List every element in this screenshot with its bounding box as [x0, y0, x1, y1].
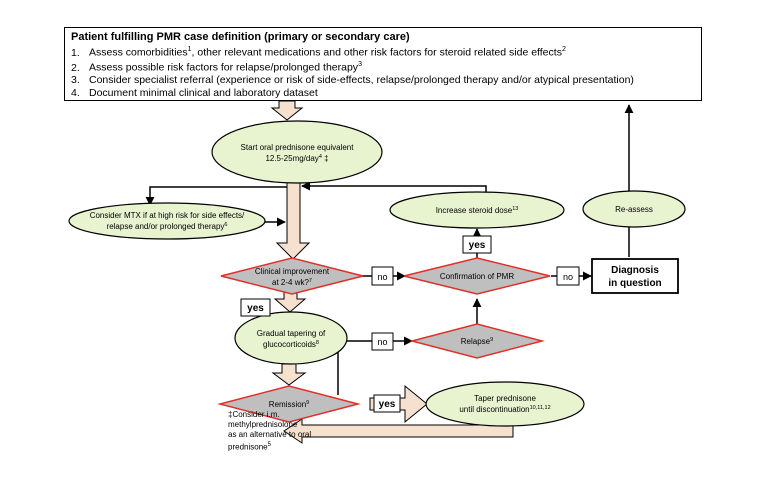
svg-text:Confirmation of PMR: Confirmation of PMR	[440, 272, 514, 281]
diamond-relapse: Relapse9	[409, 323, 545, 359]
connector-start-to-mtx	[145, 186, 287, 206]
svg-text:relapse and/or prolonged thera: relapse and/or prolonged therapy6	[107, 222, 228, 231]
svg-text:Consider MTX if at high risk f: Consider MTX if at high risk for side ef…	[90, 211, 245, 220]
connector-remission-to-relapse	[337, 340, 372, 395]
diamond-confirmation-pmr: Confirmation of PMR	[403, 257, 551, 295]
label-no-confirmation: no	[556, 266, 580, 286]
svg-text:Clinical improvement: Clinical improvement	[255, 267, 330, 276]
label-yes-improvement: yes	[240, 298, 271, 317]
svg-text:in question: in question	[608, 278, 661, 289]
node-reassess: Re-assess	[582, 190, 686, 228]
node-consider-mtx: Consider MTX if at high risk for side ef…	[68, 202, 266, 240]
diamond-clinical-improvement: Clinical improvement at 2-4 wk?7	[220, 257, 364, 295]
svg-text:no: no	[563, 272, 573, 282]
box-diagnosis-in-question: Diagnosis in question	[591, 258, 679, 294]
svg-text:no: no	[377, 337, 387, 347]
node-start-prednisone: Start oral prednisone equivalent 12.5-25…	[211, 120, 383, 184]
svg-text:Remission9: Remission9	[269, 400, 309, 409]
svg-text:Relapse9: Relapse9	[461, 337, 493, 346]
svg-text:yes: yes	[379, 399, 396, 410]
svg-text:glucocorticoids8: glucocorticoids8	[263, 340, 319, 349]
svg-text:Taper prednisone: Taper prednisone	[474, 394, 536, 403]
case-definition-item-4: 4.Document minimal clinical and laborato…	[71, 86, 318, 99]
footnote-methylprednisolone: ‡Consider i.m. methylprednisolone as an …	[228, 410, 312, 452]
case-definition-item-3: 3.Consider specialist referral (experien…	[71, 74, 634, 86]
label-yes-increase: yes	[462, 235, 492, 254]
svg-text:Gradual tapering of: Gradual tapering of	[257, 329, 326, 338]
node-taper-prednisone: Taper prednisone until discontinuation10…	[425, 381, 585, 427]
node-gradual-tapering: Gradual tapering of glucocorticoids8	[234, 311, 348, 365]
block-arrow-header-to-start	[270, 100, 304, 121]
svg-text:no: no	[377, 272, 387, 282]
label-no-improvement: no	[371, 266, 394, 286]
svg-text:Increase steroid dose13: Increase steroid dose13	[436, 206, 519, 215]
block-arrow-start-to-improvement	[275, 180, 311, 260]
case-definition-box: Patient fulfilling PMR case definition (…	[64, 27, 702, 101]
svg-text:until discontinuation10,11,12: until discontinuation10,11,12	[459, 405, 550, 414]
svg-text:yes: yes	[469, 240, 486, 251]
label-yes-remission: yes	[373, 394, 401, 413]
svg-text:Diagnosis: Diagnosis	[611, 265, 659, 276]
case-definition-title: Patient fulfilling PMR case definition (…	[71, 31, 410, 43]
case-definition-item-1: 1.Assess comorbidities1, other relevant …	[71, 46, 566, 59]
svg-text:yes: yes	[247, 303, 264, 314]
node-increase-steroid: Increase steroid dose13	[389, 191, 565, 229]
svg-text:at 2-4 wk?7: at 2-4 wk?7	[272, 278, 312, 287]
block-arrow-tapering-to-remission	[271, 363, 307, 386]
svg-text:12.5-25mg/day4 ‡: 12.5-25mg/day4 ‡	[265, 154, 328, 163]
diamond-remission: Remission9	[217, 385, 361, 423]
case-definition-item-2: 2.Assess possible risk factors for relap…	[71, 61, 362, 74]
svg-text:Re-assess: Re-assess	[615, 205, 653, 214]
label-no-relapse: no	[371, 332, 394, 351]
svg-text:Start oral prednisone equivale: Start oral prednisone equivalent	[241, 143, 355, 152]
